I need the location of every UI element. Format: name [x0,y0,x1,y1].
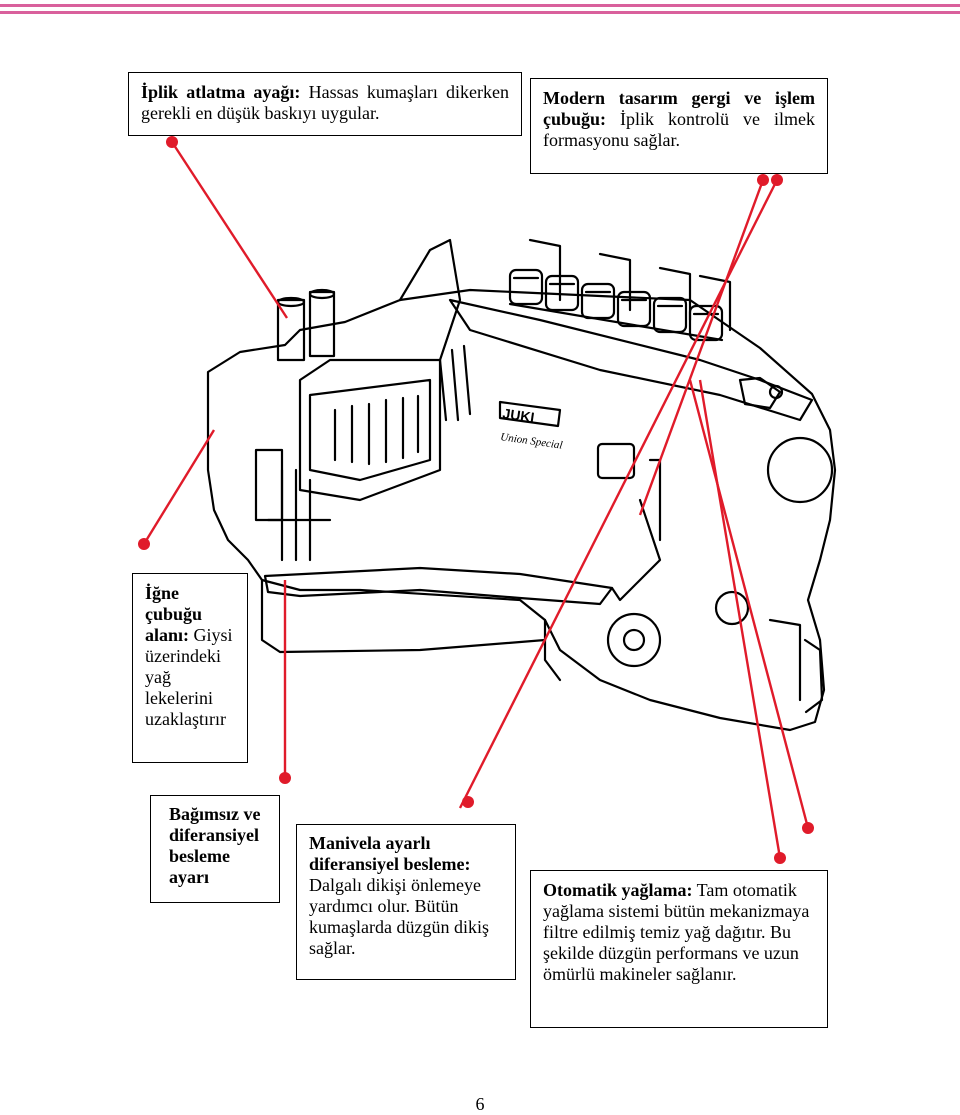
callout-title: Manivela ayarlı diferansiyel besleme: [309,833,471,874]
side-round-cover [766,436,834,504]
callout-otomatik-yaglama: Otomatik yağlama: Tam otomatik yağlama s… [530,870,828,1028]
callout-body: Hassas kumaşları dikerken gerekli en düş… [141,82,509,123]
callout-igne-cubugu: İğne çubuğu alanı: Giysi üzerindeki yağ … [132,573,248,763]
header-rule [0,4,960,14]
callout-modern-tasarim: Modern tasarım gergi ve işlem çubuğu: İp… [530,78,828,174]
machine-bed-plate [263,566,614,606]
callout-body: İplik kontrolü ve ilmek formasyonu sağla… [543,109,815,150]
callout-title: İplik atlatma ayağı: [141,82,301,102]
callout-manivela-besleme: Manivela ayarlı diferansiyel besleme: Da… [296,824,516,980]
callout-body: Giysi üzerindeki yağ lekelerini uzaklaşt… [145,625,233,729]
feed-lever [610,498,662,602]
machine-body-outline [206,288,837,732]
callout-bagimsiz-besleme: Bağımsız ve diferansiyel besleme ayarı [150,795,280,903]
callout-title: Otomatik yağlama: [543,880,693,900]
page-number: 6 [475,1094,485,1114]
callout-title: İğne çubuğu alanı: [145,583,203,645]
callout-body: Dalgalı dikişi önlemeye yardımcı olur. B… [309,875,489,958]
callout-iplik-atlatma: İplik atlatma ayağı: Hassas kumaşları di… [128,72,522,136]
head-front-cover [298,358,442,502]
machine-brand: JUKI [502,405,536,425]
callout-title: Modern tasarım gergi ve işlem çubuğu: [543,88,815,129]
take-up-lever [398,238,462,362]
feed-dial [606,612,662,668]
machine-model: Union Special [500,431,564,452]
callout-body: Tam otomatik yağlama sistemi bütün mekan… [543,880,810,984]
callout-title: Bağımsız ve diferansiyel besleme ayarı [169,804,261,887]
